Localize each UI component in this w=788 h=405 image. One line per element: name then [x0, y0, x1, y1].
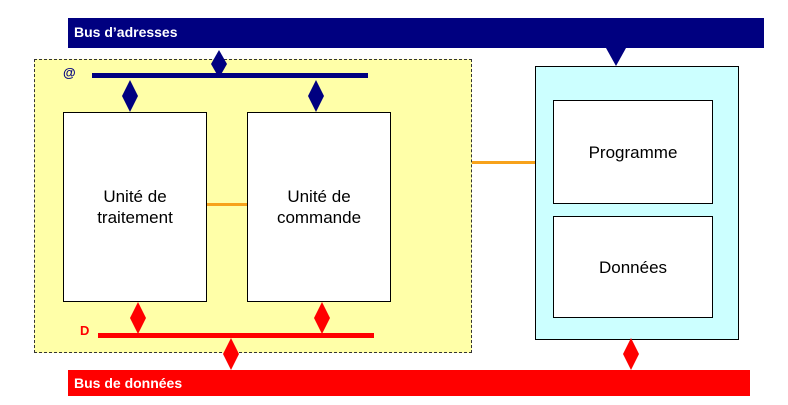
data-bus-to-memory-diamond	[623, 338, 639, 370]
address-bus-to-processor-diamond	[211, 50, 227, 78]
internal-address-bus	[92, 73, 368, 78]
data-box: Données	[553, 216, 713, 318]
address-bus: Bus d’adresses	[68, 18, 764, 48]
address-bus-to-memory-diamond	[606, 48, 626, 66]
internal-data-bus	[98, 333, 374, 338]
address-bus-tag: @	[63, 65, 76, 80]
address-bus-to-control-unit-diamond	[308, 80, 324, 112]
address-bus-to-processing-unit-diamond	[122, 80, 138, 112]
program-box: Programme	[553, 100, 713, 204]
data-bus-to-processor-diamond	[223, 338, 239, 370]
processing-unit-box: Unité de traitement	[63, 112, 207, 302]
control-unit-box: Unité de commande	[247, 112, 391, 302]
processing-control-link	[207, 203, 247, 206]
data-bus: Bus de données	[68, 370, 750, 396]
processor-memory-link	[472, 161, 535, 164]
address-bus-label: Bus d’adresses	[74, 24, 178, 40]
data-bus-to-processing-unit-diamond	[130, 302, 146, 334]
data-bus-to-control-unit-diamond	[314, 302, 330, 334]
data-bus-label: Bus de données	[74, 375, 183, 391]
data-bus-tag: D	[80, 323, 90, 338]
